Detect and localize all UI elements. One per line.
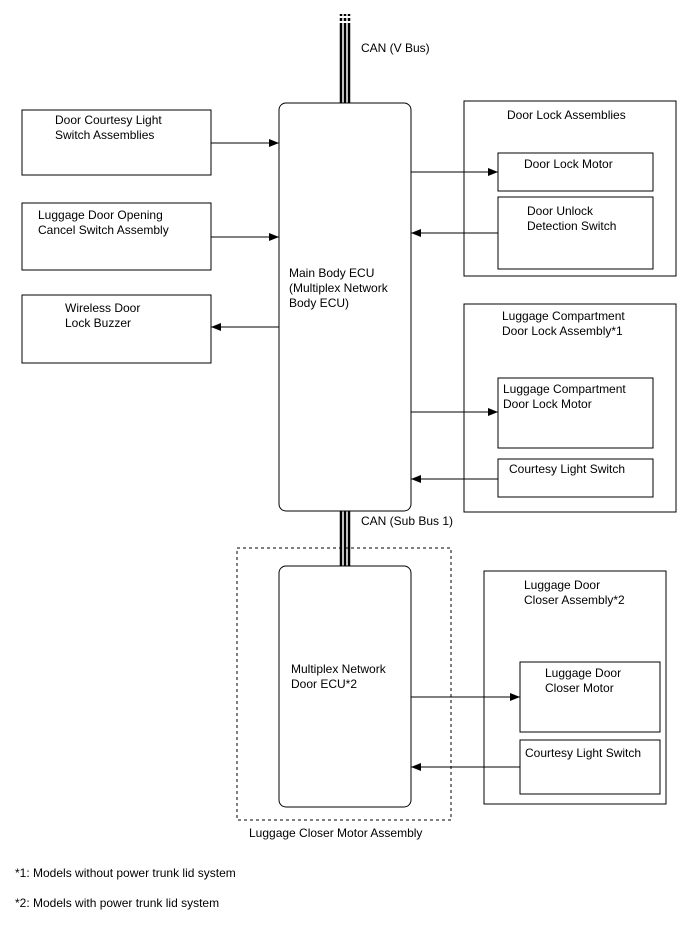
luggage-compartment-motor-box <box>497 377 654 449</box>
luggage-door-closer-motor-label: Luggage Door Closer Motor <box>545 666 622 695</box>
can-v-bus-label: CAN (V Bus) <box>361 41 430 55</box>
luggage-opening-cancel-label: Luggage Door Opening Cancel Switch Assem… <box>38 208 169 237</box>
footnote-1: *1: Models without power trunk lid syste… <box>15 866 236 880</box>
multiplex-door-ecu-box <box>278 565 412 808</box>
luggage-compartment-motor-label: Luggage Compartment Door Lock Motor <box>503 382 626 411</box>
can-sub-bus-line <box>339 511 351 566</box>
door-lock-assemblies-label: Door Lock Assemblies <box>507 108 626 122</box>
door-unlock-detection-label: Door Unlock Detection Switch <box>527 204 617 233</box>
courtesy-light-switch-1-box <box>497 458 654 498</box>
can-v-bus-line <box>339 14 351 103</box>
main-body-ecu-label: Main Body ECU (Multiplex Network Body EC… <box>289 266 388 310</box>
luggage-compartment-assembly-label: Luggage Compartment Door Lock Assembly*1 <box>502 309 625 338</box>
luggage-door-closer-assembly-label: Luggage Door Closer Assembly*2 <box>524 578 625 607</box>
luggage-closer-motor-assembly-box <box>236 547 452 821</box>
courtesy-light-switch-1-label: Courtesy Light Switch <box>509 462 626 476</box>
footnote-2: *2: Models with power trunk lid system <box>15 896 220 910</box>
door-lock-assemblies-box <box>463 100 677 277</box>
luggage-compartment-assembly-box <box>463 303 677 513</box>
wireless-buzzer-label: Wireless Door Lock Buzzer <box>65 301 141 330</box>
multiplex-door-ecu-label: Multiplex Network Door ECU*2 <box>291 662 386 691</box>
courtesy-light-switch-2-label: Courtesy Light Switch <box>525 746 642 760</box>
main-body-ecu-box <box>278 102 412 512</box>
luggage-door-closer-assembly-box <box>483 570 667 805</box>
door-courtesy-light-label: Door Courtesy Light Switch Assemblies <box>55 113 162 142</box>
luggage-closer-motor-assembly-label: Luggage Closer Motor Assembly <box>249 826 423 840</box>
door-lock-motor-label: Door Lock Motor <box>524 157 613 171</box>
can-sub-bus-label: CAN (Sub Bus 1) <box>361 514 454 528</box>
